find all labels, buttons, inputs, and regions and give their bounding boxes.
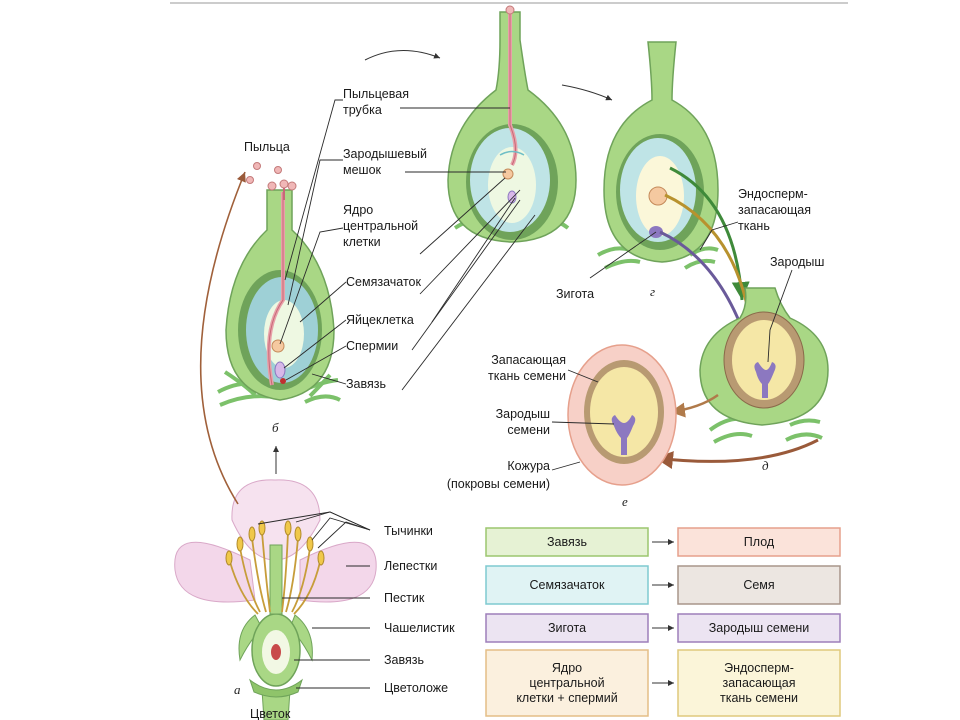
stage-a-letter: а (234, 682, 241, 697)
label-pollen-tube-2: трубка (343, 103, 382, 117)
label-endosperm-2: запасающая (738, 203, 811, 217)
arrow-flower-to-pollen (199, 171, 246, 505)
flower-a (174, 479, 377, 720)
table-row-3-from-line-1: центральной (529, 676, 604, 690)
label-sepal: Чашелистик (384, 621, 455, 635)
table-row-3-to-line-2: ткань семени (720, 691, 798, 705)
stage-d-letter: д (762, 458, 769, 473)
table-row-2-from-line-0: Зигота (548, 621, 586, 635)
table-row-3-from-box (485, 649, 649, 717)
table-row-3-to-line-0: Эндосперм- (724, 661, 794, 675)
label-embryo-sac-2: мешок (343, 163, 382, 177)
table-row-1-to-line-0: Семя (743, 578, 774, 592)
label-seed-coat-1: Кожура (507, 459, 550, 473)
table-row-1-from-line-0: Семязачаток (530, 578, 605, 592)
label-stamens: Тычинки (384, 524, 433, 538)
stage-b-letter: б (272, 420, 279, 435)
label-petals: Лепестки (384, 559, 437, 573)
label-seed-storage-1: Запасающая (491, 353, 566, 367)
table-row-1-to-box (677, 565, 841, 605)
label-central-nucleus-3: клетки (343, 235, 381, 249)
label-seed-embryo-1: Зародыш (496, 407, 550, 421)
pollen-grains (246, 162, 282, 184)
label-endosperm-1: Эндосперм- (738, 187, 808, 201)
table-row-3-to-line-1: запасающая (723, 676, 796, 690)
seed-e (567, 344, 677, 486)
label-central-nucleus-1: Ядро (343, 203, 373, 217)
pistil-top (447, 5, 577, 243)
table-row-0-from-box (485, 527, 649, 557)
label-pistil: Пестик (384, 591, 425, 605)
stage-e-letter: е (622, 494, 628, 509)
table-row-3-to-box (677, 649, 841, 717)
label-pollen-tube-1: Пыльцевая (343, 87, 409, 101)
pistil-d (699, 287, 829, 444)
label-ovary-a: Завязь (384, 653, 424, 667)
label-zygote: Зигота (556, 287, 594, 301)
arrow-top-to-g (561, 84, 613, 101)
label-endosperm-3: ткань (738, 219, 770, 233)
label-sperm: Спермии (346, 339, 398, 353)
leader-lines (257, 99, 793, 689)
label-pollen: Пыльца (244, 140, 290, 154)
label-seed-coat-2: (покровы семени) (447, 477, 550, 491)
label-egg-cell: Яйцеклетка (346, 313, 414, 327)
label-seed-embryo-2: семени (507, 423, 550, 437)
label-ovule: Семязачаток (346, 275, 421, 289)
table-row-2-to-box (677, 613, 841, 643)
table-row-2-from-box (485, 613, 649, 643)
table-row-0-to-box (677, 527, 841, 557)
label-embryo: Зародыш (770, 255, 824, 269)
label-flower: Цветок (250, 707, 291, 720)
arrow-b-to-top (364, 49, 441, 61)
table-row-3-from-line-2: клетки + спермий (516, 691, 617, 705)
table-row-0-to-line-0: Плод (744, 535, 775, 549)
label-central-nucleus-2: центральной (343, 219, 418, 233)
label-receptacle: Цветоложе (384, 681, 448, 695)
table-row-3-from-line-0: Ядро (552, 661, 582, 675)
stage-g-letter: г (650, 284, 655, 299)
pistil-g (596, 41, 719, 270)
label-seed-storage-2: ткань семени (488, 369, 566, 383)
arrow-brown (654, 438, 819, 469)
table-row-1-from-box (485, 565, 649, 605)
table-row-0-from-line-0: Завязь (547, 535, 587, 549)
label-ovary-b: Завязь (346, 377, 386, 391)
label-embryo-sac-1: Зародышевый (343, 147, 427, 161)
pistil-b (217, 179, 341, 407)
table-row-2-to-line-0: Зародыш семени (709, 621, 810, 635)
